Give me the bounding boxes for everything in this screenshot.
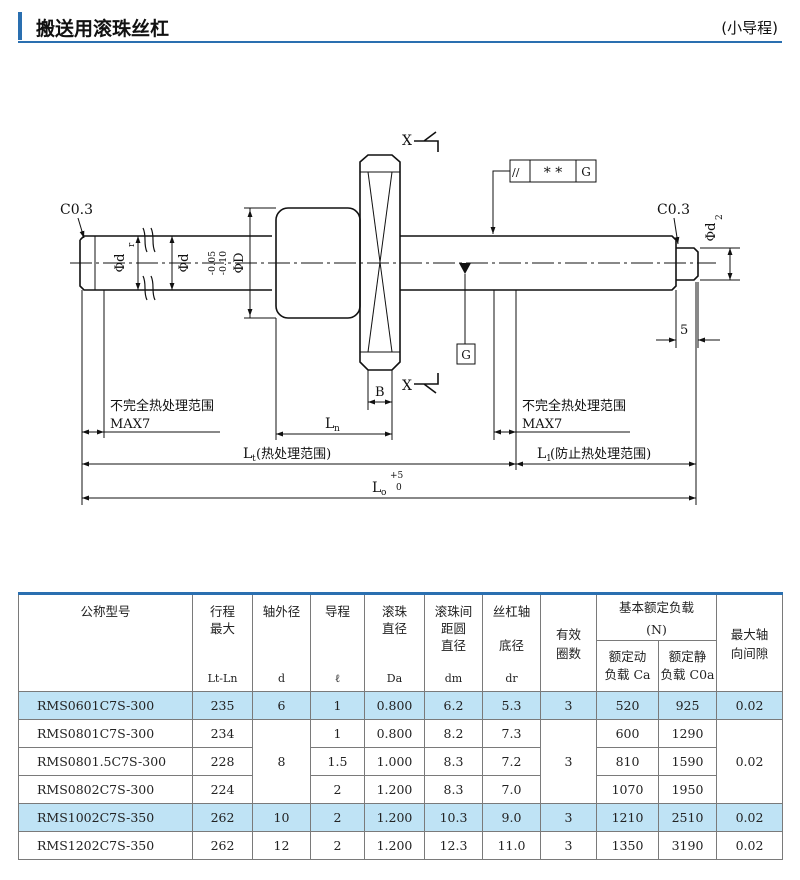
lo-tol-lower: 0 xyxy=(396,483,402,493)
table-row: RMS0801C7S-300 234 8 1 0.800 8.2 7.3 3 6… xyxy=(18,719,784,804)
table-row: RMS0601C7S-300 235 6 1 0.800 6.2 5.3 3 5… xyxy=(18,691,784,720)
chamfer-right-label: C0.3 xyxy=(657,202,690,218)
phi-d2-label: Φd xyxy=(704,223,719,242)
l1-label: L xyxy=(537,446,546,462)
header-rule xyxy=(18,41,782,43)
dim-B-label: B xyxy=(375,385,385,400)
page-title: 搬送用滚珠丝杠 xyxy=(36,18,170,40)
phi-D-label: ΦD xyxy=(232,252,247,273)
lo-label: L xyxy=(372,480,381,496)
col-clearance: 最大轴向间隙 xyxy=(716,592,784,692)
tolerance-datum: G xyxy=(581,165,591,179)
ln-label: L xyxy=(325,416,334,432)
tolerance-value: * * xyxy=(544,165,562,181)
phi-dr-label: Φd xyxy=(113,254,128,273)
dim-5-label: 5 xyxy=(680,323,688,338)
incomplete-right-line2: MAX7 xyxy=(522,417,562,432)
ln-sub: n xyxy=(334,424,340,434)
lt-label: L xyxy=(243,446,252,462)
ball-screw-drawing: Φd r Φd -0.05 -0.10 ΦD C0.3 C0.3 Φd 2 5 … xyxy=(60,131,740,505)
phi-d2-sub: 2 xyxy=(715,214,725,220)
lt-sub: t xyxy=(252,454,256,464)
tol-lower: -0.10 xyxy=(218,251,229,275)
lo-tol-upper: +5 xyxy=(390,471,404,481)
phi-d-label: Φd xyxy=(177,254,192,273)
phi-dr-sub: r xyxy=(127,242,137,247)
l1-sub: 1 xyxy=(546,454,552,464)
page-header: 搬送用滚珠丝杠 (小导程) xyxy=(18,12,782,40)
table-row: RMS0801.5C7S-300 228 1.5 1.000 8.3 7.2 8… xyxy=(18,747,783,776)
chamfer-left-label: C0.3 xyxy=(60,202,93,218)
break-mark xyxy=(142,227,156,301)
incomplete-right-line1: 不完全热处理范围 xyxy=(522,398,626,414)
incomplete-left-line2: MAX7 xyxy=(110,417,150,432)
incomplete-left-line1: 不完全热处理范围 xyxy=(110,398,214,414)
col-turns: 有效圈数 xyxy=(540,592,597,692)
section-x-bottom: X xyxy=(402,378,412,394)
table-row: RMS1002C7S-350 262 10 2 1.200 10.3 9.0 3… xyxy=(18,803,784,832)
lt-note: (热处理范围) xyxy=(256,447,331,462)
section-x-top: X xyxy=(402,133,412,149)
datum-g: G xyxy=(461,348,471,362)
page-subtitle: (小导程) xyxy=(721,19,778,37)
col-model: 公称型号 xyxy=(18,592,193,692)
l1-note: (防止热处理范围) xyxy=(550,446,651,462)
shaft-journal xyxy=(676,247,699,281)
tolerance-symbol: ∕∕ xyxy=(512,166,520,179)
tol-upper: -0.05 xyxy=(207,251,218,275)
table-row: RMS1202C7S-350 262 12 2 1.200 12.3 11.0 … xyxy=(18,831,784,860)
lo-sub: o xyxy=(381,488,386,498)
nut-flange xyxy=(359,154,401,371)
table-row: RMS0802C7S-300 224 2 1.200 8.3 7.0 1070 … xyxy=(18,775,783,804)
